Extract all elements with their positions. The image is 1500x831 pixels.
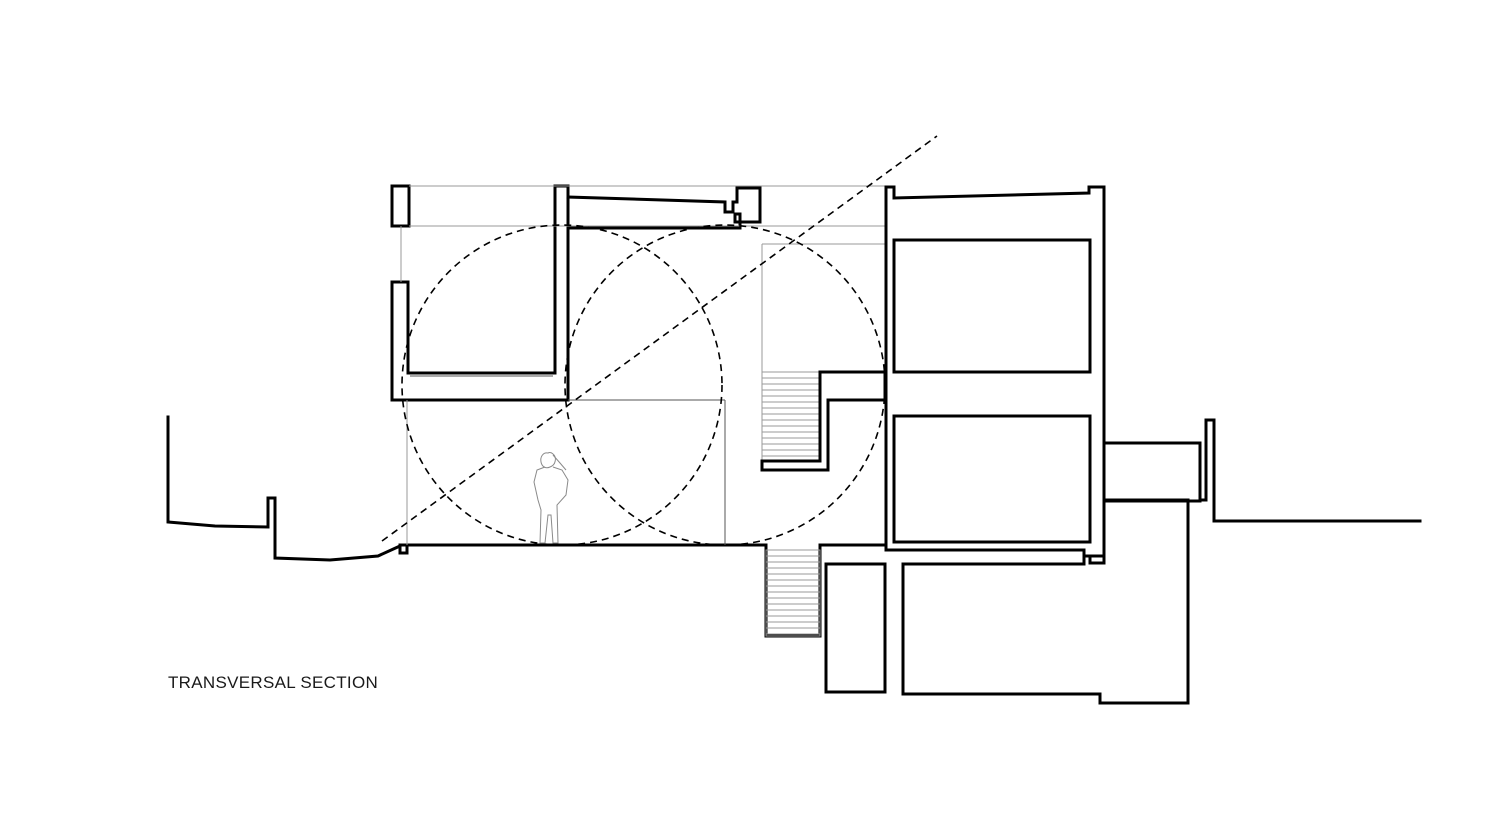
left-roof-slab xyxy=(566,186,762,230)
left-upper-wall-segment xyxy=(390,184,411,228)
left-wall-and-upper-floor xyxy=(390,184,570,402)
lower-stair xyxy=(765,549,821,637)
left-terrain-line xyxy=(166,415,409,562)
construction-circle-left xyxy=(401,224,723,546)
right-block-outline xyxy=(884,185,1106,558)
drawing-caption: TRANSVERSAL SECTION xyxy=(168,673,379,692)
right-bridge-slab xyxy=(1102,441,1202,503)
basement-room xyxy=(901,498,1190,705)
right-terrain-line xyxy=(1198,418,1422,523)
construction-diagonal xyxy=(381,135,938,542)
human-scale-figure xyxy=(533,452,569,544)
stair-landing-upper xyxy=(760,370,887,472)
stair-outline xyxy=(765,549,821,637)
upper-stair xyxy=(761,371,821,462)
right-block-room-middle xyxy=(892,414,1092,544)
basement-column xyxy=(824,562,887,694)
stair-outline xyxy=(761,371,821,462)
right-block-room-upper xyxy=(892,238,1092,374)
construction-circle-right xyxy=(564,224,886,546)
